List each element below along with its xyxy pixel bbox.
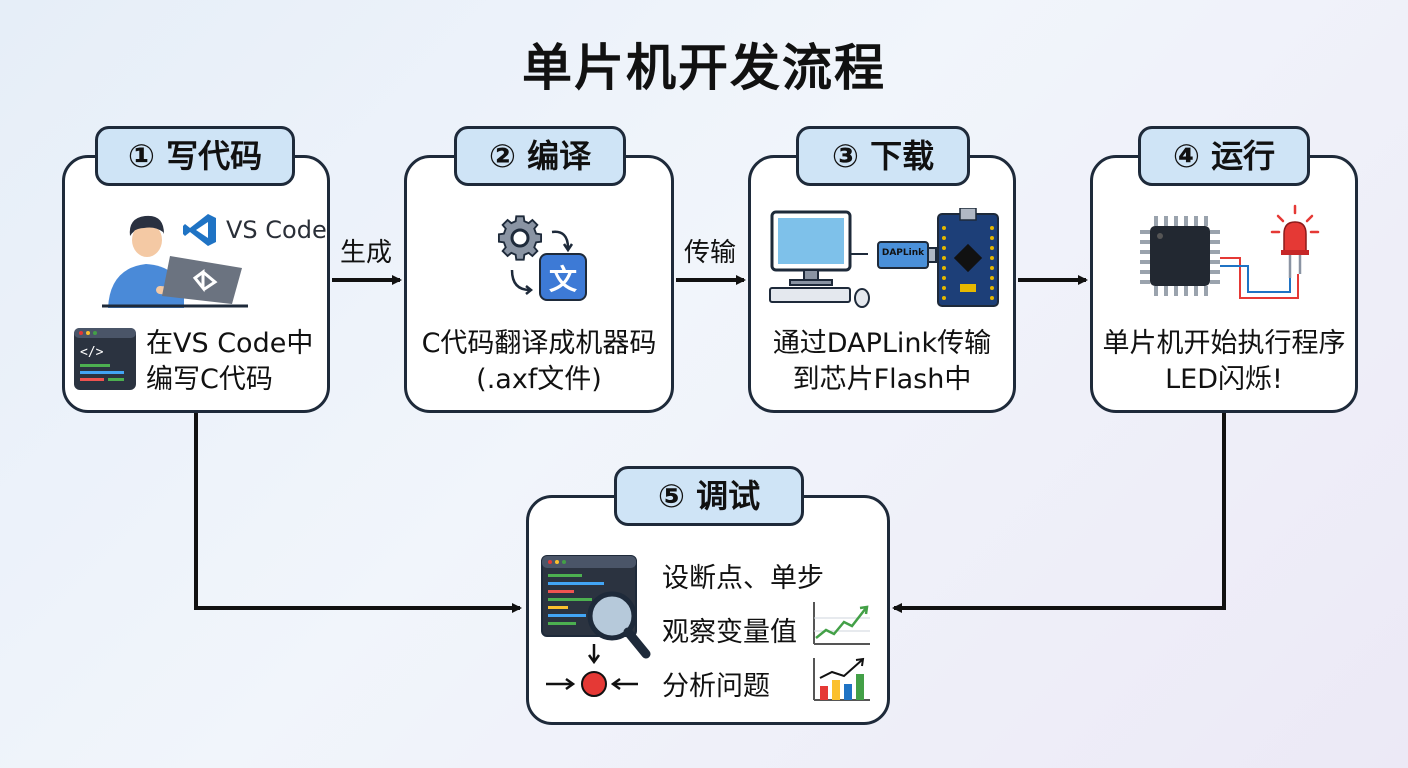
desc-line-1: C代码翻译成机器码 <box>421 328 657 359</box>
debug-item-analyze: 分析问题 <box>662 671 770 702</box>
developer-laptop-icon <box>100 198 250 310</box>
desc-line-2: LED闪烁! <box>1165 364 1283 395</box>
arrow-step1-to-debug <box>194 412 522 613</box>
vscode-logo-icon <box>182 212 218 248</box>
svg-text:</>: </> <box>80 345 104 360</box>
dev-board-icon <box>936 207 1000 308</box>
daplink-label: DAPLink <box>881 248 925 258</box>
debug-item-watch: 观察变量值 <box>662 617 797 648</box>
debug-item-breakpoint: 设断点、单步 <box>662 563 824 594</box>
gear-translate-icon: 文 <box>490 208 590 304</box>
step-desc-run: 单片机开始执行程序 LED闪烁! <box>1090 326 1358 398</box>
step-desc-download: 通过DAPLink传输 到芯片Flash中 <box>748 326 1016 398</box>
desc-line-2: 编写C代码 <box>146 364 273 395</box>
arrow-label-transfer: 传输 <box>684 238 737 268</box>
step-desc-compile: C代码翻译成机器码 (.axf文件) <box>404 326 674 398</box>
chip-icon <box>1138 214 1222 298</box>
led-icon <box>1270 204 1320 284</box>
desc-line-1: 通过DAPLink传输 <box>772 328 992 359</box>
magnifier-code-icon <box>540 554 652 660</box>
desc-line-2: (.axf文件) <box>476 364 602 395</box>
step-desc-write-code: 在VS Code中 编写C代码 <box>146 326 326 398</box>
line-chart-icon <box>812 600 872 646</box>
vscode-brand-label: VS Code <box>226 216 327 244</box>
page-title: 单片机开发流程 <box>522 39 886 97</box>
translate-glyph: 文 <box>548 263 577 296</box>
step-tab-download: ③ 下载 <box>796 126 970 186</box>
daplink-icon: DAPLink <box>876 238 938 272</box>
debug-tab: ⑤ 调试 <box>614 466 804 526</box>
step-tab-compile: ② 编译 <box>454 126 626 186</box>
arrow-label-generate: 生成 <box>340 238 393 268</box>
desc-line-1: 在VS Code中 <box>146 328 314 359</box>
breakpoint-icon <box>544 642 640 698</box>
desc-line-1: 单片机开始执行程序 <box>1102 328 1346 359</box>
desc-line-2: 到芯片Flash中 <box>792 364 972 395</box>
bar-chart-icon <box>812 656 872 702</box>
led-wire-connections <box>1220 240 1306 302</box>
code-editor-icon: </> <box>72 326 138 392</box>
step-tab-write-code: ① 写代码 <box>95 126 295 186</box>
arrow-step4-to-debug <box>892 412 1226 613</box>
computer-icon <box>768 210 880 310</box>
step-tab-run: ④ 运行 <box>1138 126 1310 186</box>
